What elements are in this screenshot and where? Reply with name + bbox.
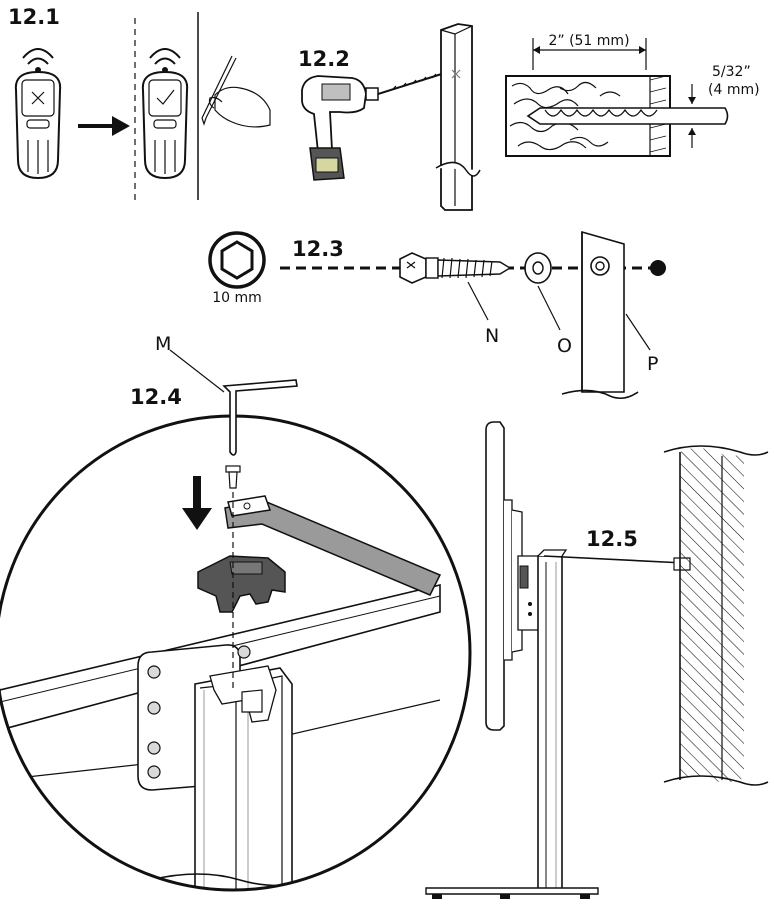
hex-key-m xyxy=(222,379,298,456)
step-12-3-panel: 10 mm 12.3 N O P xyxy=(208,230,666,400)
hand-with-pencil xyxy=(201,55,271,128)
x-mark-icon xyxy=(31,91,45,105)
drill-bit-size-mm: (4 mm) xyxy=(708,82,760,98)
flat-washer-o xyxy=(524,252,552,284)
part-label-m: M xyxy=(155,333,171,355)
step-12-1-panel: 12.1 xyxy=(8,5,271,200)
step-12-5-label: 12.5 xyxy=(586,527,638,551)
socket-size-label: 10 mm xyxy=(212,290,262,306)
anchor-strap-line xyxy=(543,555,685,564)
part-label-p: P xyxy=(647,353,658,375)
check-mark-icon xyxy=(156,89,175,105)
screw-icon xyxy=(225,465,241,489)
wall-post-p xyxy=(561,230,639,400)
drill-bit-size-inch: 5/32” xyxy=(712,64,751,80)
drill-depth-cross-section: 2” (51 mm) 5/32” (4 mm) xyxy=(505,33,760,157)
step-12-3-label: 12.3 xyxy=(292,237,344,261)
wall-cross-section xyxy=(663,445,769,786)
part-label-n: N xyxy=(485,325,499,347)
arrow-down-icon xyxy=(182,476,212,530)
cordless-drill xyxy=(301,71,449,181)
stud-finder-no-stud xyxy=(14,48,62,180)
part-label-o: O xyxy=(557,335,572,357)
hex-socket-icon xyxy=(208,231,266,289)
step-12-4-panel: M 12.4 xyxy=(0,333,472,892)
wall-stud-board xyxy=(435,23,481,211)
step-12-2-label: 12.2 xyxy=(298,47,350,71)
monitor-side-view xyxy=(485,421,505,731)
detail-magnified-view xyxy=(0,495,442,890)
arrow-right-icon xyxy=(78,116,130,136)
step-12-1-label: 12.1 xyxy=(8,5,60,29)
step-12-2-panel: 12.2 2” (51 mm) xyxy=(298,23,760,211)
pilot-hole-dot xyxy=(650,260,666,276)
step-12-5-panel: 12.5 xyxy=(425,421,769,899)
stud-finder-stud-found xyxy=(141,48,189,180)
lag-bolt-n xyxy=(399,252,512,284)
step-12-4-label: 12.4 xyxy=(130,385,182,409)
drill-depth-dimension: 2” (51 mm) xyxy=(548,33,629,49)
